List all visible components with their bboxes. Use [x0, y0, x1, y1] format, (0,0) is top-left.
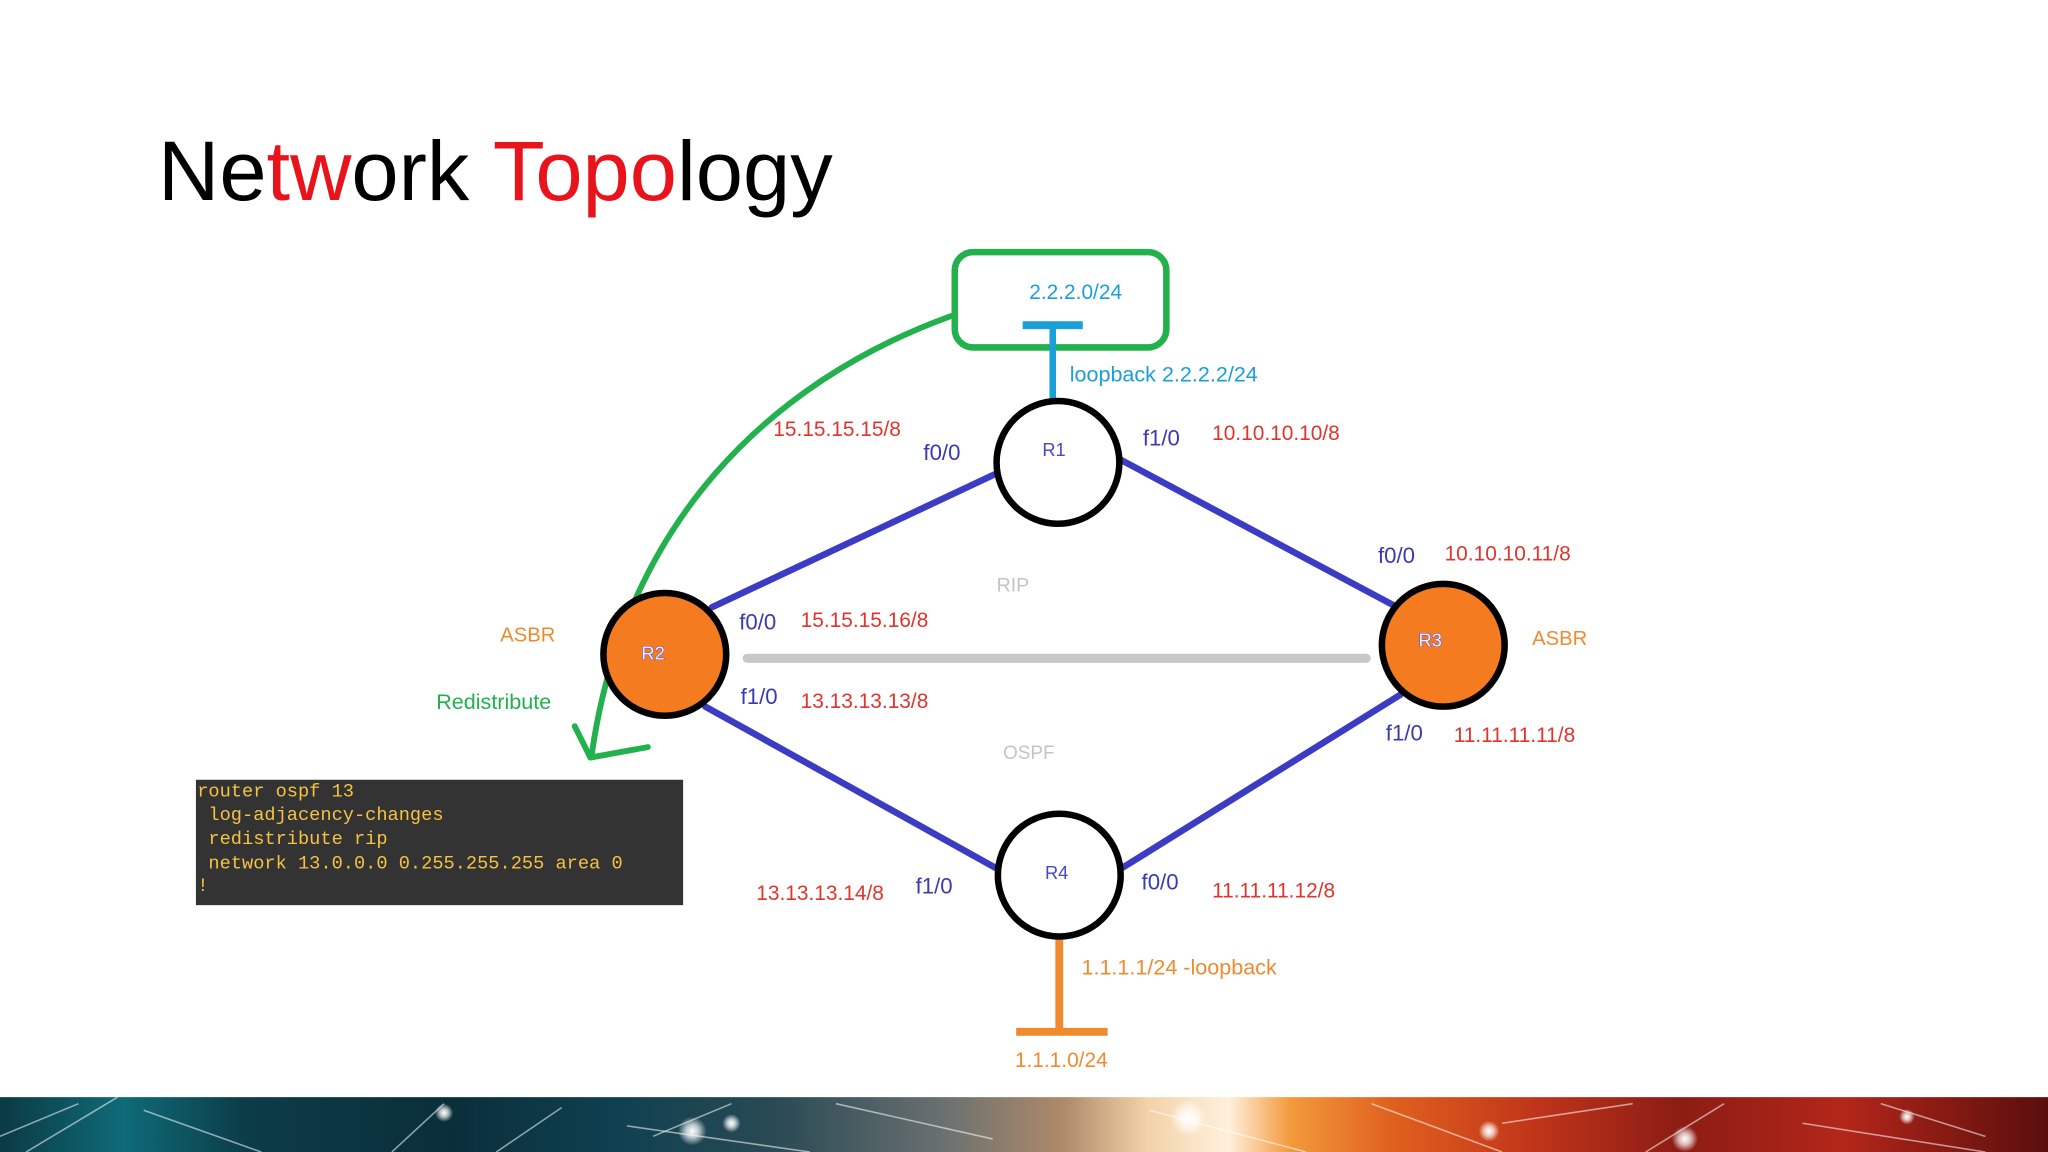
r3-f0-0-ip-label: 10.10.10.11/8: [1445, 542, 1571, 565]
title-segment: Ne: [158, 123, 267, 218]
router-r2-circle: [600, 589, 730, 720]
r4-f0-0-interface-label: f0/0: [1142, 869, 1179, 894]
r1-f0-0-ip-label: 15.15.15.15/8: [773, 418, 901, 441]
banner-node-glow: [677, 1116, 707, 1146]
banner-line: [25, 1096, 118, 1152]
footer-banner-image: [0, 1096, 2048, 1152]
r4-f1-0-interface-label: f1/0: [916, 873, 953, 898]
r4-loopback-network-label: 1.1.1.0/24: [1015, 1049, 1108, 1072]
banner-line: [495, 1106, 563, 1152]
banner-node-glow: [1170, 1099, 1207, 1137]
router-r3-circle: [1378, 580, 1508, 710]
banner-line: [1802, 1122, 1986, 1152]
r3-f1-0-interface-label: f1/0: [1386, 721, 1423, 746]
r2-f0-0-interface-label: f0/0: [739, 610, 776, 635]
r3-asbr-label: ASBR: [1532, 628, 1587, 650]
r3-f0-0-interface-label: f0/0: [1378, 543, 1415, 568]
r1-f1-0-interface-label: f1/0: [1143, 425, 1180, 450]
link-r3-r4: [1120, 691, 1404, 871]
banner-line: [1880, 1102, 1986, 1138]
rip-domain-label: RIP: [997, 575, 1030, 597]
config-line: router ospf 13: [197, 781, 354, 803]
ospf-domain-label: OSPF: [1003, 743, 1055, 764]
title-segment: ork: [351, 123, 493, 218]
router-r4-label: R4: [1045, 862, 1068, 883]
r4-f1-0-ip-label: 13.13.13.14/8: [756, 882, 884, 905]
r1-loopback-network-label: 2.2.2.0/24: [1029, 281, 1122, 304]
banner-node-glow: [1671, 1125, 1698, 1152]
router-r3-label: R3: [1419, 630, 1442, 651]
banner-node-glow: [722, 1114, 741, 1133]
r4-f0-0-ip-label: 11.11.11.12/8: [1212, 879, 1335, 902]
router-r1-circle: [993, 397, 1123, 528]
banner-line: [626, 1125, 810, 1152]
router-r3: R3: [1378, 580, 1508, 710]
banner-node-glow: [434, 1103, 454, 1122]
slide-title: Network Topology: [158, 123, 833, 218]
r2-f1-0-ip-label: 13.13.13.13/8: [801, 690, 929, 713]
title-segment: logy: [677, 123, 833, 218]
config-line: network 13.0.0.0 0.255.255.255 area 0: [197, 853, 622, 875]
banner-node-glow: [1899, 1108, 1915, 1125]
banner-line: [0, 1102, 79, 1138]
redistribute-label: Redistribute: [436, 689, 551, 714]
router-r1-label: R1: [1042, 439, 1065, 460]
r4-loopback-label: 1.1.1.1/24 -loopback: [1081, 954, 1276, 979]
redistribute-arrowhead: [571, 723, 651, 761]
router-r2: R2: [600, 589, 730, 720]
r1-f0-0-interface-label: f0/0: [923, 440, 960, 465]
network-topology-diagram: RIP OSPF 2.2.2.0/24 loopback 2.2.2.2/24 …: [436, 248, 1587, 1072]
link-r1-r3: [1117, 456, 1399, 610]
router-r2-label: R2: [641, 643, 664, 664]
title-segment: tw: [267, 123, 353, 218]
router-r4: R4: [994, 810, 1124, 940]
config-line: !: [197, 875, 208, 897]
link-r1-r2: [708, 469, 1002, 611]
r2-f0-0-ip-label: 15.15.15.16/8: [801, 609, 929, 632]
config-line: redistribute rip: [197, 828, 387, 850]
router-r4-circle: [994, 810, 1124, 940]
ospf-config-snippet: router ospf 13 log-adjacency-changes red…: [195, 779, 684, 906]
r1-loopback-label: loopback 2.2.2.2/24: [1070, 361, 1258, 386]
r1-f1-0-ip-label: 10.10.10.10/8: [1212, 422, 1340, 445]
config-background: [195, 779, 684, 906]
banner-line: [143, 1109, 262, 1152]
r1-loopback-network-box: [951, 248, 1170, 351]
banner-node-glow: [1478, 1120, 1500, 1142]
r2-asbr-label: ASBR: [500, 624, 555, 646]
title-segment: Topo: [493, 123, 677, 218]
r2-f1-0-interface-label: f1/0: [741, 684, 778, 709]
link-r2-r4: [702, 703, 1003, 874]
banner-line: [1501, 1102, 1633, 1125]
r3-f1-0-ip-label: 11.11.11.11/8: [1454, 724, 1575, 747]
banner-line: [1371, 1102, 1503, 1152]
router-r1: R1: [993, 397, 1123, 528]
config-line: log-adjacency-changes: [197, 804, 443, 826]
banner-background: [0, 1097, 2048, 1152]
banner-line: [835, 1102, 993, 1140]
